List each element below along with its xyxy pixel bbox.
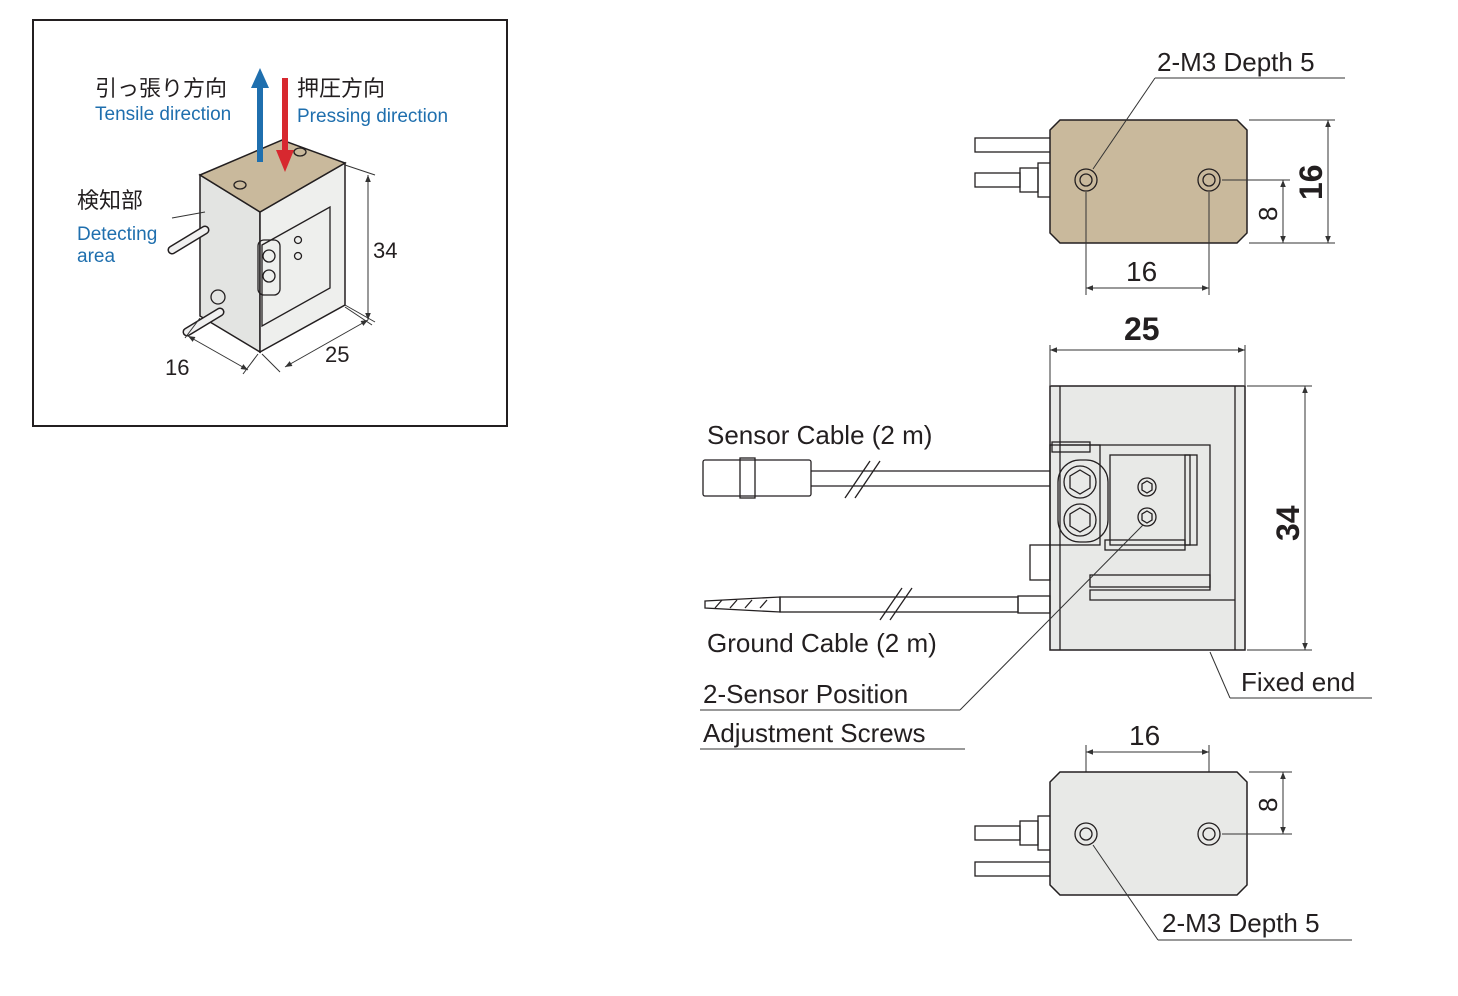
bottom-cable-lower	[974, 861, 1054, 877]
bottom-hole-1	[1074, 822, 1098, 846]
top-hole-label: 2-M3 Depth 5	[1157, 47, 1315, 77]
bottom-hole-label: 2-M3 Depth 5	[1162, 908, 1320, 938]
top-cable-upper	[974, 137, 1054, 153]
front-adj-screw-2	[1137, 507, 1157, 527]
iso-dim-depth-line	[187, 335, 249, 371]
tensile-label-en: Tensile direction	[95, 104, 231, 125]
top-hole-2	[1197, 168, 1221, 192]
front-slot-outline	[1060, 444, 1235, 601]
iso-slot	[261, 205, 331, 328]
bottom-dim-pitch: 16	[1129, 720, 1160, 751]
screws-label-1: 2-Sensor Position	[703, 679, 908, 709]
screws-label-2: Adjustment Screws	[703, 718, 926, 748]
tensile-arrowhead	[251, 68, 269, 88]
iso-dim-width: 25	[325, 342, 349, 367]
front-view: 25 Sensor Cable (2 m)	[700, 311, 1372, 750]
top-view: 2-M3 Depth 5 16 8 16	[974, 47, 1345, 295]
front-adj-screw-1	[1137, 477, 1157, 497]
ground-cable-braid	[704, 596, 781, 613]
iso-top-face	[198, 139, 347, 213]
bottom-view: 16 8 2-M3 Depth 5	[974, 720, 1352, 941]
front-screw-plate	[1049, 444, 1101, 546]
iso-dim-width-line	[284, 319, 369, 368]
iso-screw-plate	[257, 239, 281, 296]
bottom-dim-offset: 8	[1253, 798, 1283, 812]
front-dim-height: 34	[1270, 505, 1306, 541]
bottom-hole-leader	[1092, 844, 1159, 941]
pressing-label-en: Pressing direction	[297, 106, 448, 127]
front-ground-lug	[1029, 544, 1051, 581]
front-dim-width: 25	[1124, 311, 1160, 347]
top-hole-1	[1074, 168, 1098, 192]
tensile-label-jp: 引っ張り方向	[95, 76, 227, 101]
fixed-end-leader	[1209, 651, 1231, 699]
iso-top-hole-1	[233, 180, 247, 190]
pressing-arrowhead	[276, 150, 294, 172]
bottom-hole-2	[1197, 822, 1221, 846]
iso-adj-screw-2	[293, 251, 303, 261]
sensor-connector	[702, 459, 812, 497]
bottom-view-body	[1049, 771, 1248, 896]
fixed-end-label: Fixed end	[1241, 667, 1355, 697]
top-hole-leader	[1092, 77, 1156, 170]
detecting-label-jp: 検知部	[77, 188, 143, 213]
top-dim-offset: 8	[1253, 207, 1283, 221]
iso-top-hole-2	[293, 147, 307, 157]
iso-screw-1	[262, 249, 276, 263]
top-dim-depth: 16	[1293, 164, 1329, 200]
sensor-cable-label: Sensor Cable (2 m)	[707, 420, 932, 450]
top-dim-pitch: 16	[1126, 256, 1157, 287]
iso-dim-depth: 16	[165, 355, 189, 380]
iso-adj-screw-1	[293, 235, 303, 245]
detecting-label-en-1: Detecting	[77, 224, 157, 245]
isometric-inset: 引っ張り方向 Tensile direction 押圧方向 Pressing d…	[32, 19, 508, 427]
ground-cable	[779, 596, 1019, 613]
iso-ground-screw	[210, 289, 226, 305]
iso-dim-height: 34	[373, 238, 397, 263]
front-screw-bar	[1057, 459, 1109, 543]
top-view-body	[1049, 119, 1248, 244]
ground-cable-label: Ground Cable (2 m)	[707, 628, 937, 658]
top-cable-lower	[974, 172, 1021, 188]
detecting-label-en-2: area	[77, 246, 115, 267]
front-screw-1	[1063, 465, 1097, 499]
front-adjust-plate	[1109, 454, 1191, 546]
detecting-leader	[171, 211, 206, 219]
iso-screw-2	[262, 269, 276, 283]
front-screw-2	[1063, 503, 1097, 537]
screws-leader	[959, 524, 1144, 711]
front-body	[1049, 385, 1246, 651]
bottom-cable-upper	[974, 825, 1021, 841]
pressing-label-jp: 押圧方向	[297, 76, 385, 101]
